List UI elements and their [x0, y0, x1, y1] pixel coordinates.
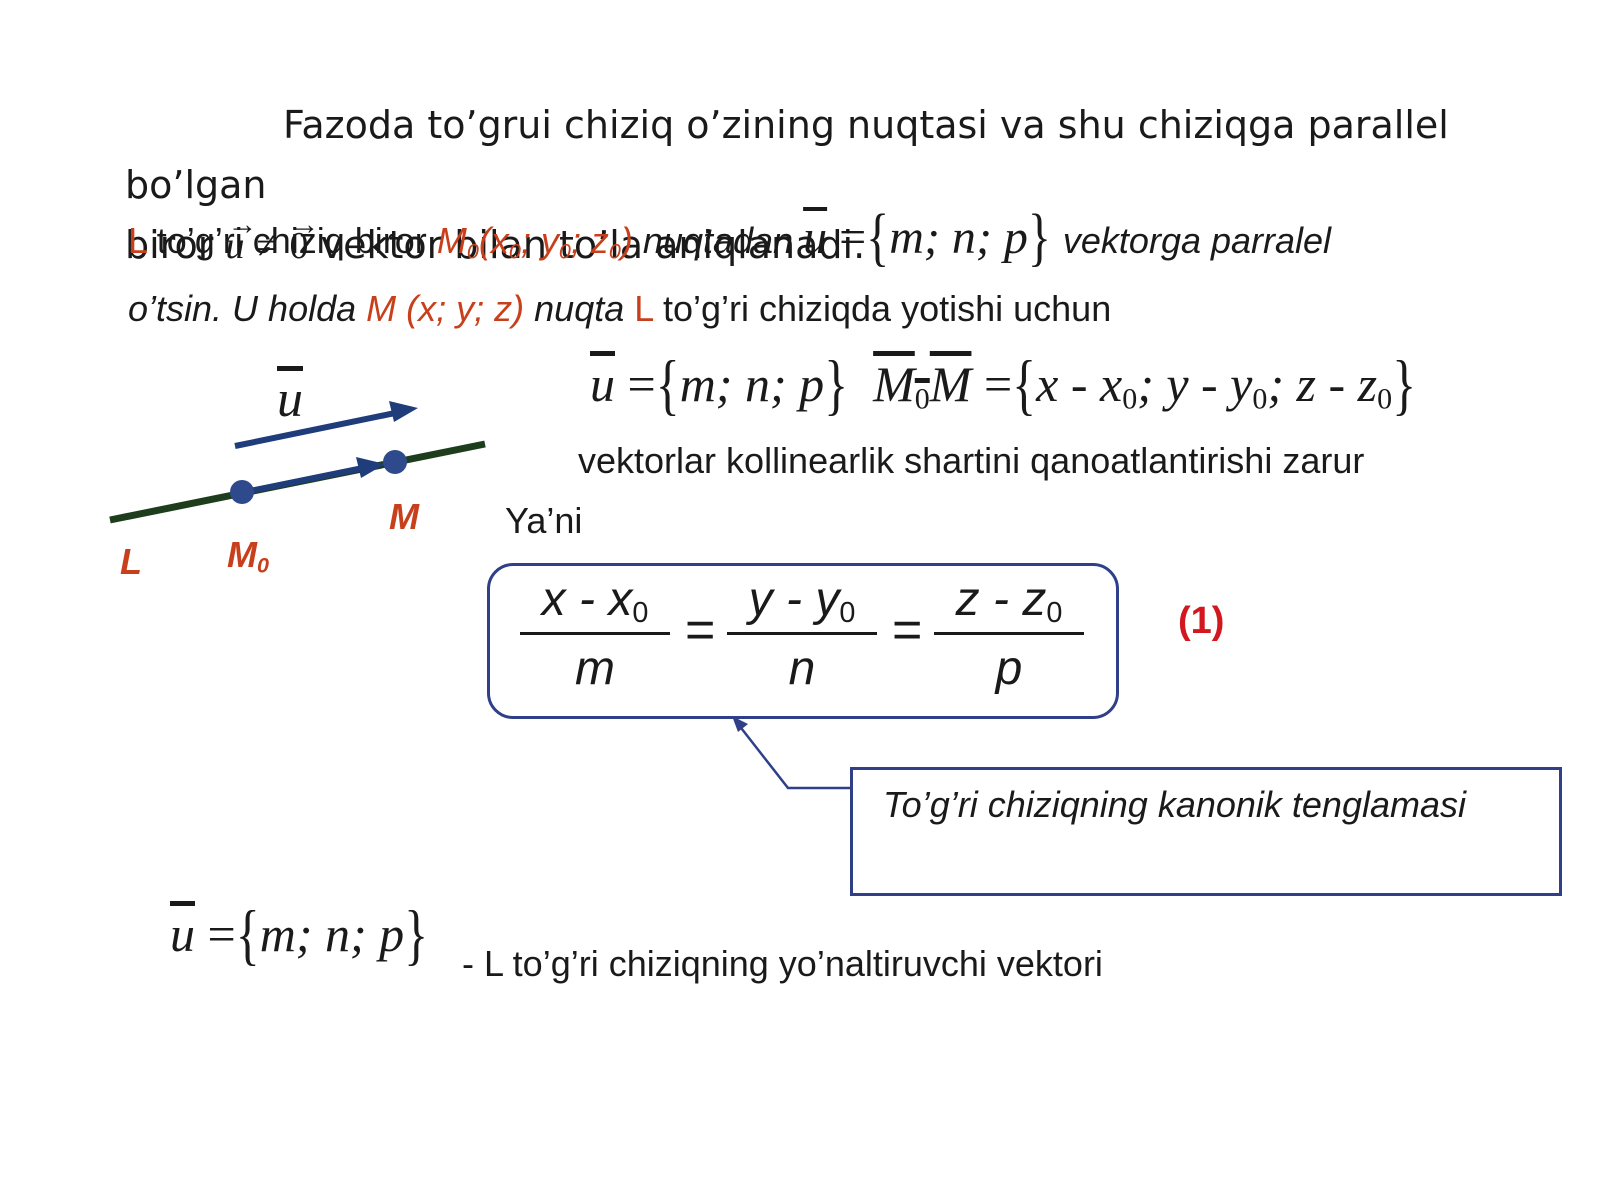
point-M	[383, 450, 407, 474]
def-text-1: to’g’ri chiziq biror	[156, 220, 427, 261]
brace-open-2: {	[1012, 346, 1037, 422]
M0-point: M0(x0; y0; z0)	[436, 220, 633, 264]
def-text-3: vektorga parralel	[1062, 220, 1332, 261]
arrowhead-M0M	[356, 457, 385, 478]
canon-eq-1: =	[685, 601, 716, 659]
canonical-equation-box: x - x0 m = y - y0 n = z - z0 p	[487, 563, 1119, 719]
vector-equations: u ={m; n; p} M0M ={x - x0; y - y0; z - z…	[590, 346, 1416, 422]
fraction-y: y - y0 n	[727, 572, 877, 696]
equation-number: (1)	[1178, 600, 1225, 642]
callout-label-text: To’g’ri chiziqning kanonik tenglamasi	[883, 784, 1466, 825]
neq-symbol: ≠	[256, 225, 278, 267]
M-point: M (x; y; z)	[366, 288, 525, 329]
intro-paragraph: Fazoda to’grui chiziq o’zining nuqtasi v…	[125, 95, 1525, 276]
diagram-L-label: L	[120, 541, 142, 582]
canon-eq-2: =	[892, 601, 923, 659]
diagram-u-label: u	[277, 371, 303, 428]
zero-vector-symbol: →0	[289, 208, 320, 267]
fraction-z: z - z0 p	[934, 572, 1084, 696]
diagram-M0-label: M0	[227, 534, 270, 578]
L-label: L	[128, 220, 147, 261]
def-text-6: to’g’ri chiziqda yotishi uchun	[662, 288, 1112, 329]
fraction-x: x - x0 m	[520, 572, 670, 696]
intro-line2-post: vektor bilan to’la aniqlanadi.	[320, 223, 866, 267]
def-text-2: nuqtadan	[642, 220, 794, 261]
vector-M0M	[239, 464, 369, 496]
point-M0	[230, 480, 254, 504]
M0M-vector: M0M	[873, 356, 972, 416]
direction-vector-text: - L to’g’ri chiziqning yo’naltiruvchi ve…	[462, 943, 1103, 984]
brace-open-1: {	[655, 346, 680, 422]
line-diagram	[109, 401, 486, 524]
eq-sign-2: =	[983, 356, 1013, 412]
vector-u	[234, 409, 401, 449]
callout-label-box: To’g’ri chiziqning kanonik tenglamasi	[850, 767, 1562, 896]
intro-line2-pre: biror	[125, 223, 214, 267]
eq-sign-1: =	[627, 356, 656, 412]
yani-text: Ya’ni	[505, 500, 583, 541]
def-text-4: o’tsin. U holda	[128, 288, 357, 329]
L-label-2: L	[634, 288, 653, 329]
collinear-text: vektorlar kollinearlik shartini qanoatla…	[578, 440, 1365, 481]
callout-connector	[732, 716, 850, 790]
brace-close-1: }	[824, 346, 849, 422]
brace-close-2: }	[1392, 346, 1417, 422]
u-vector-symbol: →u	[225, 208, 258, 267]
def-text-5: nuqta	[534, 288, 625, 329]
u-symbol: u	[590, 356, 615, 412]
M0M-components: x - x0; y - y0; z - z0	[1036, 356, 1393, 416]
mnp-components: m; n; p	[679, 356, 825, 412]
diagram-M-label: M	[389, 496, 419, 537]
definition-line-1: L to’g’ri chiziq biror M0(x0; y0; z0) nu…	[128, 201, 1332, 274]
intro-line1: Fazoda to’grui chiziq o’zining nuqtasi v…	[125, 103, 1449, 207]
definition-line-2: o’tsin. U holda M (x; y; z) nuqta L to’g…	[128, 288, 1111, 330]
arrowhead-u	[389, 401, 418, 422]
direction-vector-formula: u ={m; n; p}	[170, 896, 429, 972]
u-mnp-inline: u ={m; n; p}	[803, 201, 1051, 274]
